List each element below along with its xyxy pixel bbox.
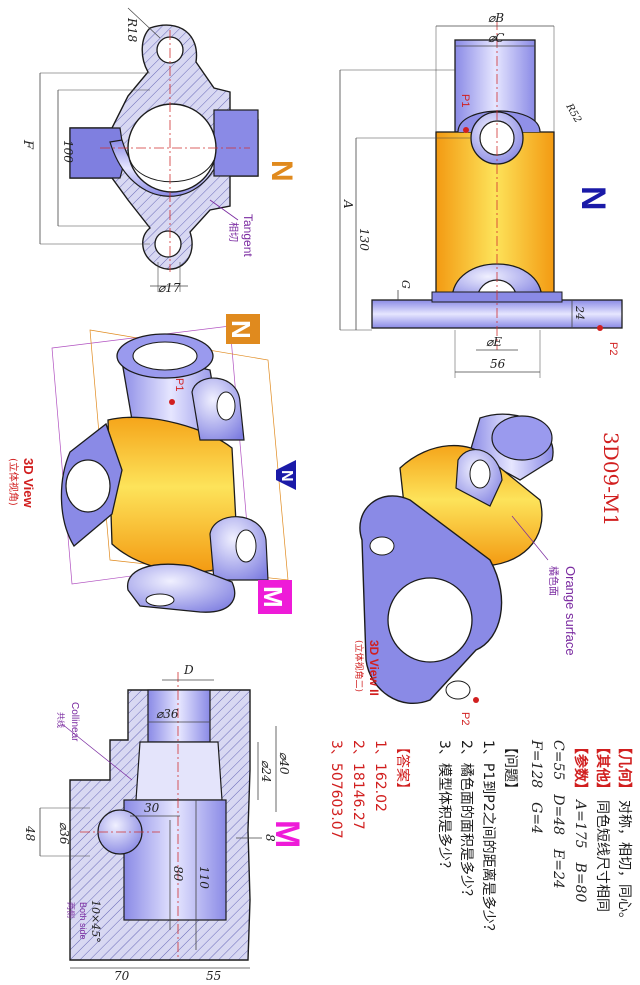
tangent-label-en: Tangent xyxy=(241,214,255,257)
dim-8: 8 xyxy=(263,834,277,842)
iso-view-1: P1 3D View (立体视角) N N M xyxy=(7,314,296,614)
q3: 3、模型体积是多少？ xyxy=(436,740,453,875)
other-head: 【其他】 xyxy=(594,740,611,796)
dim-F: F xyxy=(20,139,35,150)
m-view-mid-bore xyxy=(135,741,223,801)
a3: 3、507603.07 xyxy=(328,740,344,839)
collinear-label-en: Collinear xyxy=(69,702,80,742)
iso2-orange-label-en: Orange surface xyxy=(563,566,578,656)
q1: 1、P1到P2之间的距离是多少？ xyxy=(480,740,497,938)
dim-phi36a: ⌀36 xyxy=(156,707,179,721)
geom-head: 【几何】 xyxy=(616,740,633,796)
info-panel: 【几何】 对称，相切，同心。 【其他】 同色短线尺寸相同 【参数】 A=175 … xyxy=(328,739,633,938)
iso1-title-cn: (立体视角) xyxy=(7,458,20,506)
iso2-p2: P2 xyxy=(459,712,471,725)
drawing-id: 3D09-M1 xyxy=(599,432,623,526)
iso2-top-opening xyxy=(491,415,553,461)
dim-phi17: ⌀17 xyxy=(158,281,181,295)
iso1-p1: P1 xyxy=(173,378,185,391)
q2: 2、橘色面的面积是多少？ xyxy=(458,740,475,903)
n-view-letter: N xyxy=(574,186,612,211)
param-1: A=175 B=80 xyxy=(572,798,588,902)
dim-phiB: ⌀B xyxy=(488,11,504,25)
dim-phi36b: ⌀36 xyxy=(57,822,71,845)
dim-phiC: ⌀C xyxy=(488,31,504,45)
iso1-marker-m: M xyxy=(258,586,288,608)
a2: 2、18146.27 xyxy=(350,740,366,830)
dim-chamfer: 10×45° xyxy=(89,900,102,943)
param-3: F=128 G=4 xyxy=(528,739,544,834)
dim-30: 30 xyxy=(144,801,160,815)
geom-text: 对称，相切，同心。 xyxy=(616,800,632,926)
iso2-orange-label-cn: 橘色面 xyxy=(547,566,560,596)
iso1-marker-n2: N xyxy=(278,470,295,482)
q-head: 【问题】 xyxy=(502,740,518,796)
bothside-label-cn: 两侧 xyxy=(66,902,76,918)
iso-view-2: Orange surface 橘色面 P2 3D View II (立体视角二) xyxy=(353,413,578,725)
a1: 1、162.02 xyxy=(372,740,388,812)
top-view-section-letter: N xyxy=(265,160,298,182)
iso1-title-en: 3D View xyxy=(21,458,36,509)
dim-A: A xyxy=(341,199,355,209)
dim-48: 48 xyxy=(23,825,37,842)
param-head: 【参数】 xyxy=(572,740,589,796)
collinear-label-cn: 共线 xyxy=(56,712,66,728)
param-2: C=55 D=48 E=24 xyxy=(550,740,566,889)
dim-r18: R18 xyxy=(125,17,139,43)
iso2-title-cn: (立体视角二) xyxy=(353,640,365,692)
m-view-upper-bore xyxy=(147,689,211,743)
tangent-label-cn: 相切 xyxy=(227,222,240,242)
dim-70: 70 xyxy=(114,969,130,983)
dim-phi40: ⌀40 xyxy=(277,752,291,775)
m-view-main-bore xyxy=(123,799,227,921)
iso1-marker-n: N xyxy=(226,320,256,339)
other-text: 同色短线尺寸相同 xyxy=(594,800,611,912)
dim-80: 80 xyxy=(171,866,185,882)
dim-phi24: ⌀24 xyxy=(259,760,273,783)
top-view-boss-right xyxy=(213,109,259,177)
dim-24: 24 xyxy=(573,305,586,320)
dim-110: 110 xyxy=(197,866,211,889)
dim-r52: R52 xyxy=(563,101,583,125)
dim-130: 130 xyxy=(357,228,371,251)
bothside-label-en: Both side xyxy=(78,902,88,940)
top-view: R18 100 F ⌀17 Tangent 相切 N xyxy=(20,7,298,295)
dim-phiE: ⌀E xyxy=(486,335,502,349)
section-m-view: D ⌀36 ⌀24 ⌀40 30 8 ⌀36 48 80 110 70 55 1… xyxy=(23,663,306,983)
m-view-letter: M xyxy=(268,820,306,848)
n-view-p2: P2 xyxy=(607,342,619,355)
dim-56: 56 xyxy=(490,357,506,371)
dim-100: 100 xyxy=(61,140,75,163)
dim-D: D xyxy=(183,663,194,677)
dim-55: 55 xyxy=(206,969,221,983)
top-view-bolt-hole-bottom xyxy=(154,230,182,258)
iso2-title-en: 3D View II xyxy=(367,640,381,696)
a-head: 【答案】 xyxy=(394,740,411,796)
n-view-p1: P1 xyxy=(459,94,471,107)
section-n-view: ⌀B ⌀C A 130 G 24 ⌀E 56 R52 P1 P2 N xyxy=(339,11,623,378)
iso2-flange-bore xyxy=(387,577,473,663)
dim-G: G xyxy=(399,280,412,289)
